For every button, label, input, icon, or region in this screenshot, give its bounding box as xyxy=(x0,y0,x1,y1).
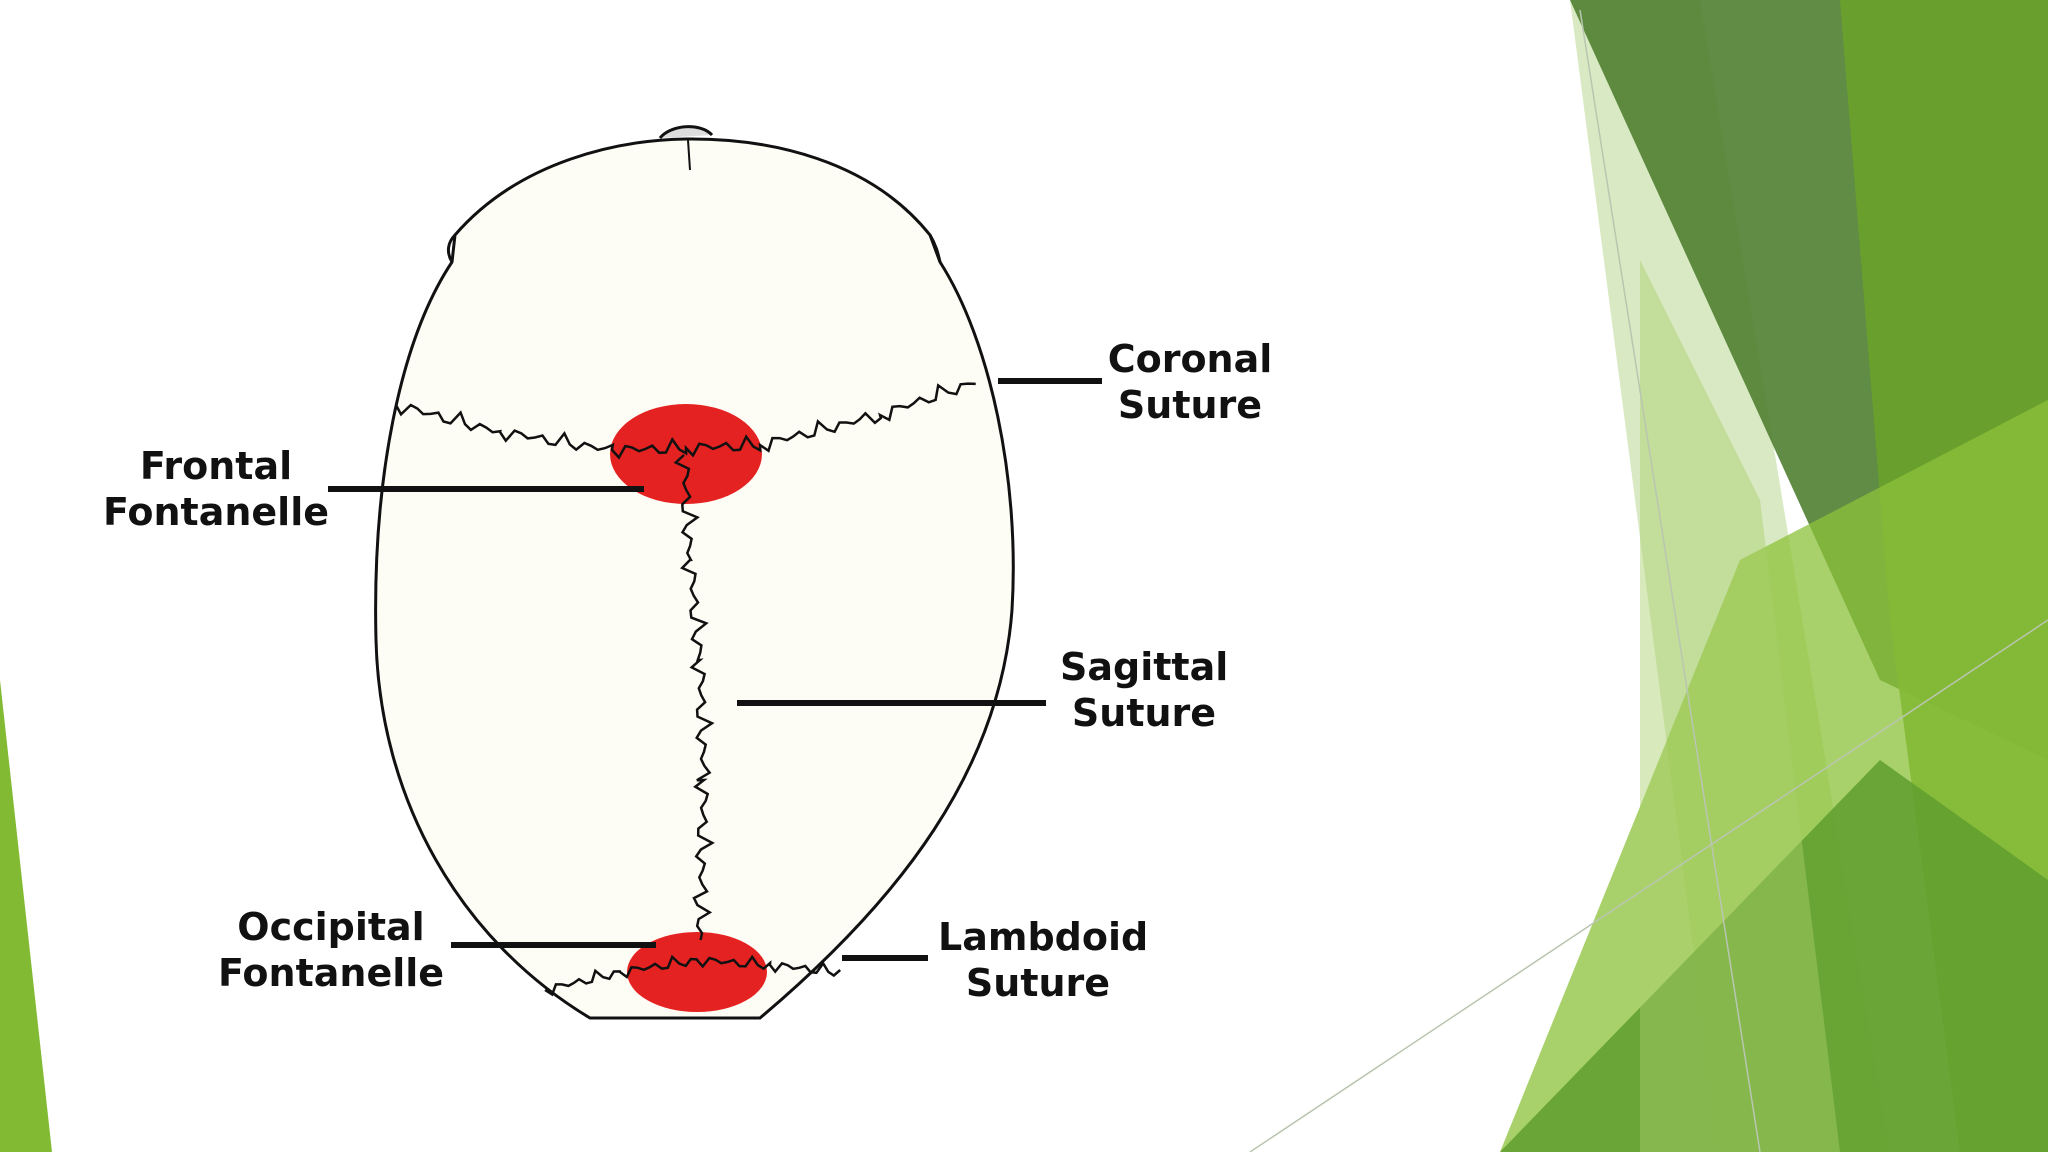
label-sagittal-suture-line2: Suture xyxy=(1071,691,1217,735)
label-frontal-fontanelle-line1: Frontal xyxy=(139,444,293,488)
decor-thin-line-1 xyxy=(1579,9,1761,1152)
occipital-fontanelle-spot xyxy=(627,932,767,1012)
label-coronal-suture: Coronal Suture xyxy=(1105,336,1275,428)
sagittal-suture-line xyxy=(673,454,715,941)
label-occipital-fontanelle-line1: Occipital xyxy=(237,905,425,949)
lambdoid-suture-line xyxy=(544,954,842,997)
label-frontal-fontanelle-line2: Fontanelle xyxy=(102,490,330,534)
decor-right-glass-pane xyxy=(1640,260,1840,1152)
skull-outline-notch-left xyxy=(446,233,457,263)
label-lambdoid-suture-line1: Lambdoid xyxy=(938,915,1149,959)
coronal-suture-line xyxy=(394,382,976,460)
label-sagittal-suture-line1: Sagittal xyxy=(1060,645,1229,689)
decor-right-bottom-pane xyxy=(1500,760,2048,1152)
label-occipital-fontanelle-line2: Fontanelle xyxy=(218,951,445,995)
skull-outline-notch-right xyxy=(928,234,942,263)
label-occipital-fontanelle: Occipital Fontanelle xyxy=(218,904,444,996)
decor-thin-line-2 xyxy=(1249,619,2048,1152)
skull-top-notch xyxy=(658,125,714,140)
label-lambdoid-suture-line2: Suture xyxy=(965,961,1111,1005)
label-lambdoid-suture: Lambdoid Suture xyxy=(938,914,1149,1006)
decor-left-sliver xyxy=(0,680,52,1152)
label-coronal-suture-line2: Suture xyxy=(1117,383,1263,427)
skull-top-crease xyxy=(687,139,691,171)
label-sagittal-suture: Sagittal Suture xyxy=(1060,644,1228,736)
label-frontal-fontanelle: Frontal Fontanelle xyxy=(102,443,330,535)
label-coronal-suture-line1: Coronal xyxy=(1107,337,1273,381)
